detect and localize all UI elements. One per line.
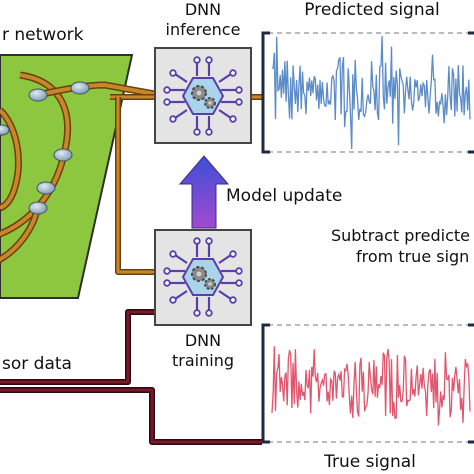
sensor-data-label: sor data — [2, 354, 72, 374]
sensor-node — [28, 88, 48, 102]
sensor-node — [53, 148, 73, 162]
predicted-signal-label: Predicted signal — [304, 0, 440, 20]
dnn-inference-label-line1: DNN — [184, 0, 222, 19]
predicted-bracket-right — [468, 31, 474, 154]
true-waveform — [271, 346, 471, 426]
neural-chip-gears-icon — [163, 237, 243, 317]
dnn-inference-box — [154, 47, 252, 144]
neural-chip-gears-icon — [163, 56, 243, 136]
dnn-inference-label-line2: inference — [165, 20, 241, 39]
subtract-label-line1: Subtract predicte — [331, 226, 471, 245]
predicted-waveform — [271, 35, 471, 150]
dnn-training-label-line1: DNN — [184, 331, 222, 350]
true-bracket-right — [468, 323, 474, 444]
connection-wires — [0, 94, 262, 445]
wire-sensor-data-to-true — [0, 387, 262, 445]
sensor-node — [70, 81, 90, 95]
arrow-up-icon — [178, 155, 230, 229]
wire-network-to-training — [115, 97, 158, 275]
sensor-node — [36, 181, 56, 195]
subtract-label-line2: from true sign — [356, 247, 470, 266]
true-signal-plot — [261, 323, 474, 444]
sensor-network-label: r network — [2, 25, 84, 45]
predicted-bracket — [261, 31, 270, 154]
dnn-training-label-line2: training — [172, 351, 234, 370]
dnn-training-box — [154, 229, 252, 326]
model-update-label: Model update — [226, 186, 343, 206]
predicted-signal-plot — [261, 31, 474, 154]
sensor-network-panel — [0, 54, 134, 299]
sensor-node — [28, 201, 48, 215]
sensor-nodes — [0, 81, 90, 215]
sensor-node — [0, 124, 10, 136]
true-bracket — [261, 323, 270, 444]
true-signal-label: True signal — [324, 452, 416, 472]
